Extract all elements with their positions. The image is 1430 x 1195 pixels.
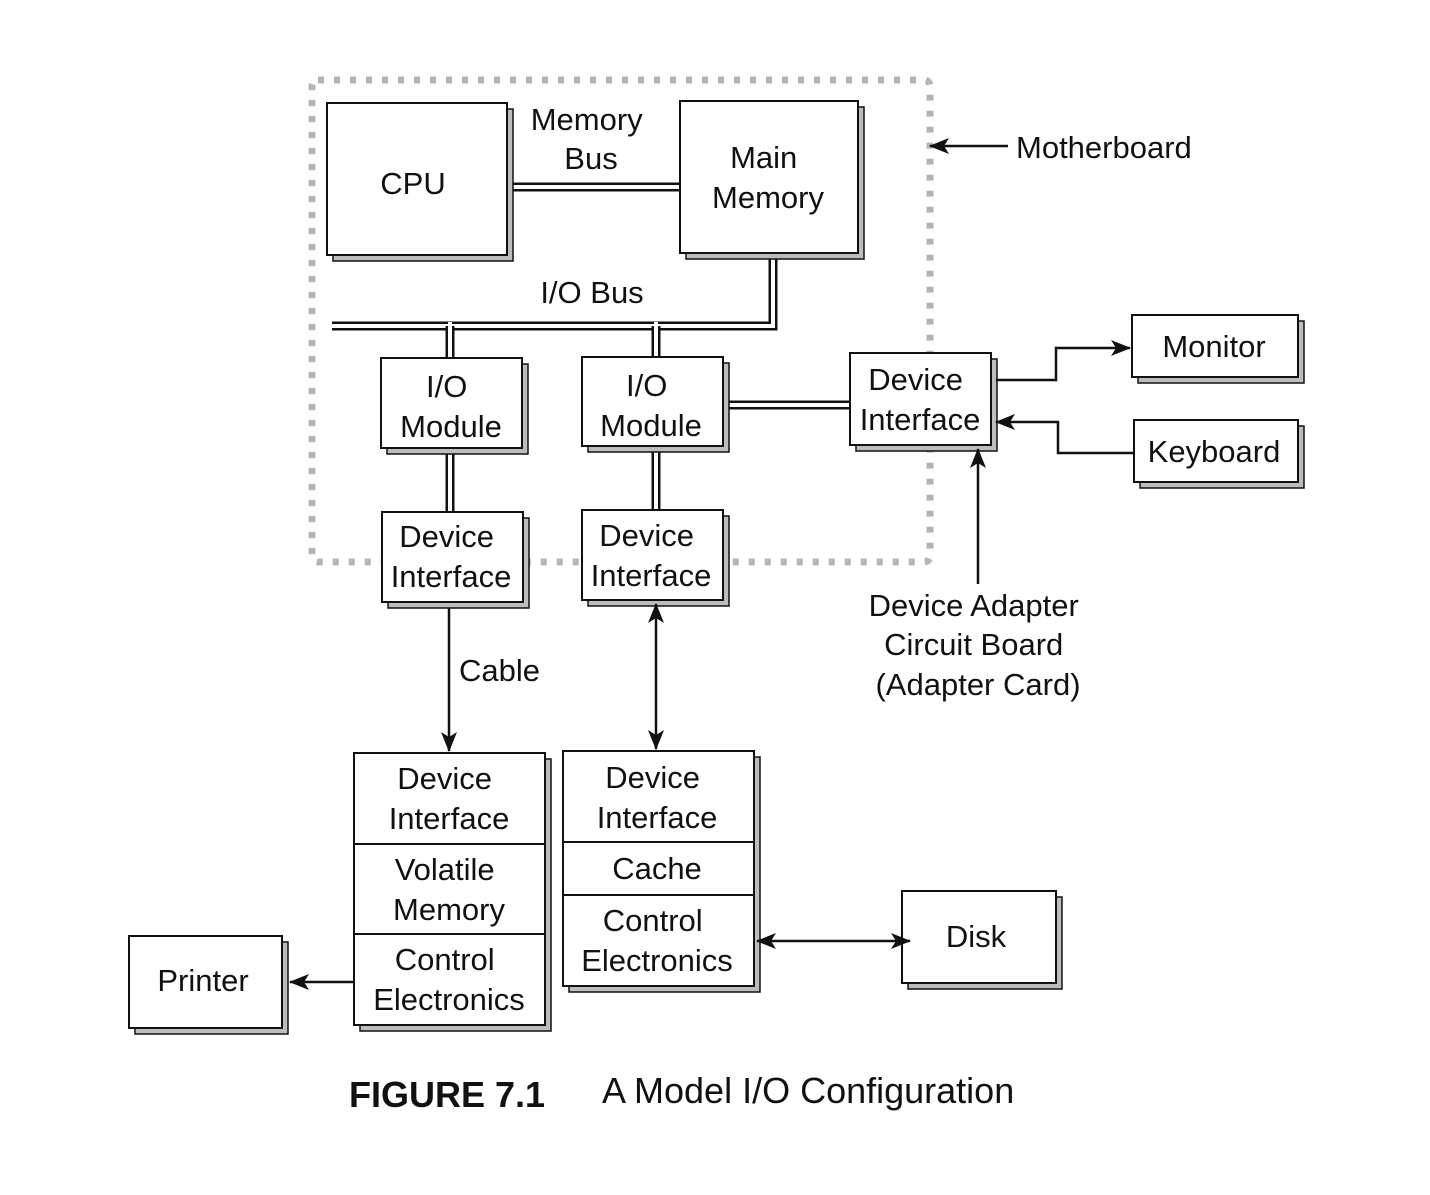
io-module-left-label: I/O Module (400, 369, 502, 444)
cpu-box: CPU (326, 102, 514, 262)
io-module-left-box: I/O Module (380, 357, 529, 455)
monitor-label: Monitor (1162, 329, 1265, 364)
figure-number: FIGURE 7.1 (349, 1074, 545, 1115)
device-interface-adapter-label: Device Interface (860, 362, 981, 437)
io-module-right-label: I/O Module (600, 368, 702, 443)
disk-box: Disk (901, 890, 1063, 990)
motherboard-label: Motherboard (1016, 130, 1192, 165)
disk-device-interface-label: Device Interface (597, 760, 718, 835)
device-interface-left-upper-label: Device Interface (391, 519, 512, 594)
disk-label: Disk (946, 919, 1007, 954)
cable-label: Cable (459, 653, 540, 688)
monitor-arrow (996, 340, 1131, 382)
volatile-memory-label: Volatile Memory (393, 852, 505, 927)
keyboard-box: Keyboard (1133, 419, 1305, 489)
monitor-box: Monitor (1131, 314, 1305, 384)
printer-controller-stack: Device Interface Volatile Memory Control… (353, 752, 552, 1032)
figure-title: A Model I/O Configuration (602, 1070, 1014, 1111)
device-interface-adapter-box: Device Interface (849, 352, 998, 452)
io-bus (332, 254, 778, 331)
printer-control-electronics-label: Control Electronics (373, 942, 525, 1017)
io-bus-label: I/O Bus (540, 275, 643, 310)
printer-device-interface-label: Device Interface (389, 761, 510, 836)
disk-control-electronics-label: Control Electronics (581, 903, 733, 978)
keyboard-label: Keyboard (1148, 434, 1281, 469)
disk-controller-stack: Device Interface Cache Control Electroni… (562, 750, 761, 993)
io-module-right-box: I/O Module (581, 356, 730, 453)
memory-bus-label: Memory Bus (531, 102, 652, 176)
cache-label: Cache (612, 851, 702, 886)
device-interface-mid-upper-box: Device Interface (581, 509, 730, 607)
device-interface-mid-upper-label: Device Interface (591, 518, 712, 593)
cpu-label: CPU (380, 166, 445, 201)
printer-label: Printer (157, 963, 248, 998)
printer-box: Printer (128, 935, 289, 1035)
device-interface-left-upper-box: Device Interface (381, 511, 530, 609)
main-memory-box: Main Memory (679, 100, 865, 260)
device-adapter-label: Device Adapter Circuit Board (Adapter Ca… (869, 588, 1088, 702)
keyboard-arrow (995, 414, 1134, 455)
main-memory-label: Main Memory (712, 140, 824, 215)
